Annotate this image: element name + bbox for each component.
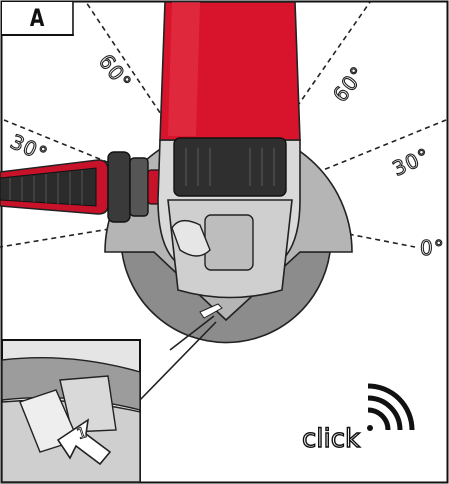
guide-left-60 <box>85 1 226 211</box>
side-handle <box>0 151 165 223</box>
click-sound-label: click <box>301 423 361 454</box>
callout-line-upper <box>169 315 215 351</box>
push-arrow <box>56 418 112 466</box>
callout-line-lower <box>137 321 217 403</box>
vent-block <box>173 137 287 197</box>
guard-indicator-mark <box>199 303 223 319</box>
vent-slots <box>185 148 275 186</box>
panel-letter: A <box>2 2 74 36</box>
sound-waves-icon <box>367 383 415 431</box>
guard-release-lever <box>171 220 211 257</box>
detail-inset <box>1 339 141 483</box>
spindle-lock-button <box>204 214 254 271</box>
angle-label-right-0: 0° <box>419 235 445 260</box>
motor-housing-highlight <box>168 2 200 136</box>
